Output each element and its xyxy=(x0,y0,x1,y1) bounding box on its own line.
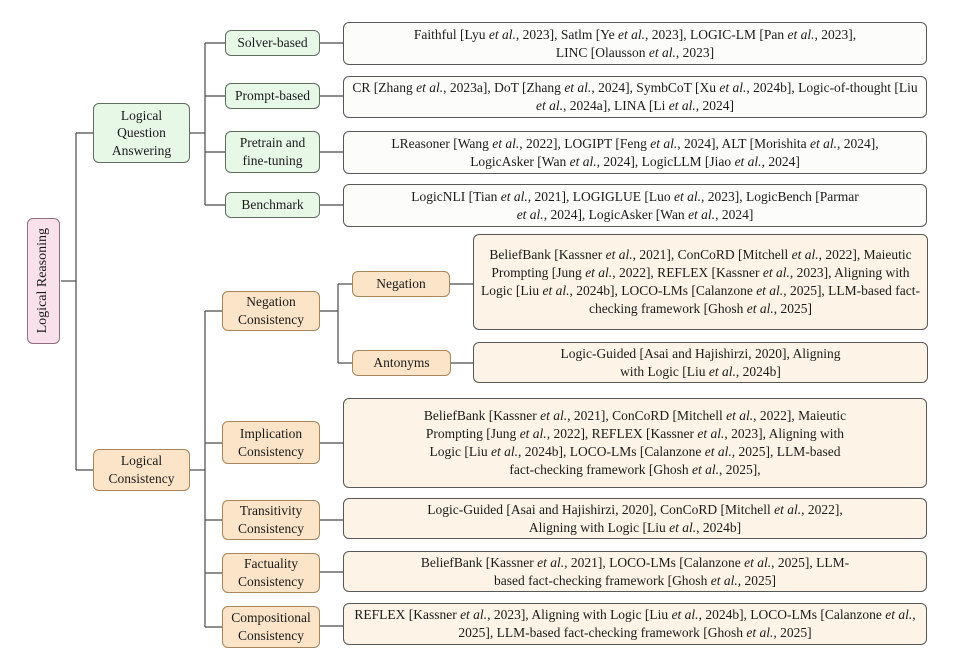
node-negation-consistency-label: Negation Consistency xyxy=(238,294,304,327)
node-transitivity-consistency: Transitivity Consistency xyxy=(222,500,320,540)
leaf-implication-papers: BeliefBank [Kassner et al., 2021], ConCo… xyxy=(343,398,927,488)
leaf-benchmark-text: LogicNLI [Tian et al., 2021], LOGIGLUE [… xyxy=(411,188,859,222)
leaf-solver-based-papers: Faithful [Lyu et al., 2023], Satlm [Ye e… xyxy=(343,22,927,65)
leaf-pretrain-finetuning-papers: LReasoner [Wang et al., 2022], LOGIPT [F… xyxy=(343,131,927,174)
leaf-factuality-papers: BeliefBank [Kassner et al., 2021], LOCO-… xyxy=(343,551,927,592)
leaf-antonyms-papers: Logic-Guided [Asai and Hajishirzi, 2020]… xyxy=(473,342,928,383)
node-negation-consistency: Negation Consistency xyxy=(222,291,320,331)
node-logical-consistency-label: Logical Consistency xyxy=(108,453,175,486)
leaf-factuality-text: BeliefBank [Kassner et al., 2021], LOCO-… xyxy=(420,554,850,588)
node-solver-based: Solver-based xyxy=(225,30,320,56)
leaf-benchmark-papers: LogicNLI [Tian et al., 2021], LOGIGLUE [… xyxy=(343,184,927,227)
node-negation-label: Negation xyxy=(376,276,426,292)
node-antonyms-label: Antonyms xyxy=(373,355,430,371)
leaf-transitivity-papers: Logic-Guided [Asai and Hajishirzi, 2020]… xyxy=(343,498,927,539)
leaf-negation-text: BeliefBank [Kassner et al., 2021], ConCo… xyxy=(480,247,921,316)
node-antonyms: Antonyms xyxy=(352,350,451,376)
node-benchmark: Benchmark xyxy=(225,192,320,218)
node-logical-question-answering-label: Logical Question Answering xyxy=(111,107,172,158)
leaf-prompt-based-text: CR [Zhang et al., 2023a], DoT [Zhang et … xyxy=(352,80,918,113)
node-logical-reasoning: Logical Reasoning xyxy=(27,218,60,344)
node-factuality-consistency-label: Factuality Consistency xyxy=(238,556,304,589)
node-compositional-consistency: Compositional Consistency xyxy=(222,606,320,648)
node-benchmark-label: Benchmark xyxy=(241,197,304,213)
node-implication-consistency-label: Implication Consistency xyxy=(238,425,304,459)
node-prompt-based-label: Prompt-based xyxy=(235,88,310,104)
leaf-solver-based-text: Faithful [Lyu et al., 2023], Satlm [Ye e… xyxy=(413,26,857,60)
leaf-prompt-based-papers: CR [Zhang et al., 2023a], DoT [Zhang et … xyxy=(343,76,927,118)
node-transitivity-consistency-label: Transitivity Consistency xyxy=(238,503,304,536)
node-pretrain-finetuning: Pretrain and fine-tuning xyxy=(225,131,320,173)
leaf-pretrain-finetuning-text: LReasoner [Wang et al., 2022], LOGIPT [F… xyxy=(391,135,879,169)
leaf-antonyms-text: Logic-Guided [Asai and Hajishirzi, 2020]… xyxy=(560,345,841,379)
node-factuality-consistency: Factuality Consistency xyxy=(222,553,320,593)
node-prompt-based: Prompt-based xyxy=(225,83,320,109)
leaf-implication-text: BeliefBank [Kassner et al., 2021], ConCo… xyxy=(423,408,847,477)
leaf-negation-papers: BeliefBank [Kassner et al., 2021], ConCo… xyxy=(473,234,928,330)
leaf-compositional-papers: REFLEX [Kassner et al., 2023], Aligning … xyxy=(343,603,927,645)
node-negation: Negation xyxy=(352,271,450,297)
leaf-compositional-text: REFLEX [Kassner et al., 2023], Aligning … xyxy=(354,607,916,640)
node-implication-consistency: Implication Consistency xyxy=(222,421,320,464)
node-compositional-consistency-label: Compositional Consistency xyxy=(231,610,311,643)
node-logical-question-answering: Logical Question Answering xyxy=(93,103,190,163)
leaf-transitivity-text: Logic-Guided [Asai and Hajishirzi, 2020]… xyxy=(427,501,843,535)
node-solver-based-label: Solver-based xyxy=(237,35,308,51)
node-logical-consistency: Logical Consistency xyxy=(93,449,190,491)
node-pretrain-finetuning-label: Pretrain and fine-tuning xyxy=(239,135,306,168)
node-logical-reasoning-label: Logical Reasoning xyxy=(35,228,51,334)
